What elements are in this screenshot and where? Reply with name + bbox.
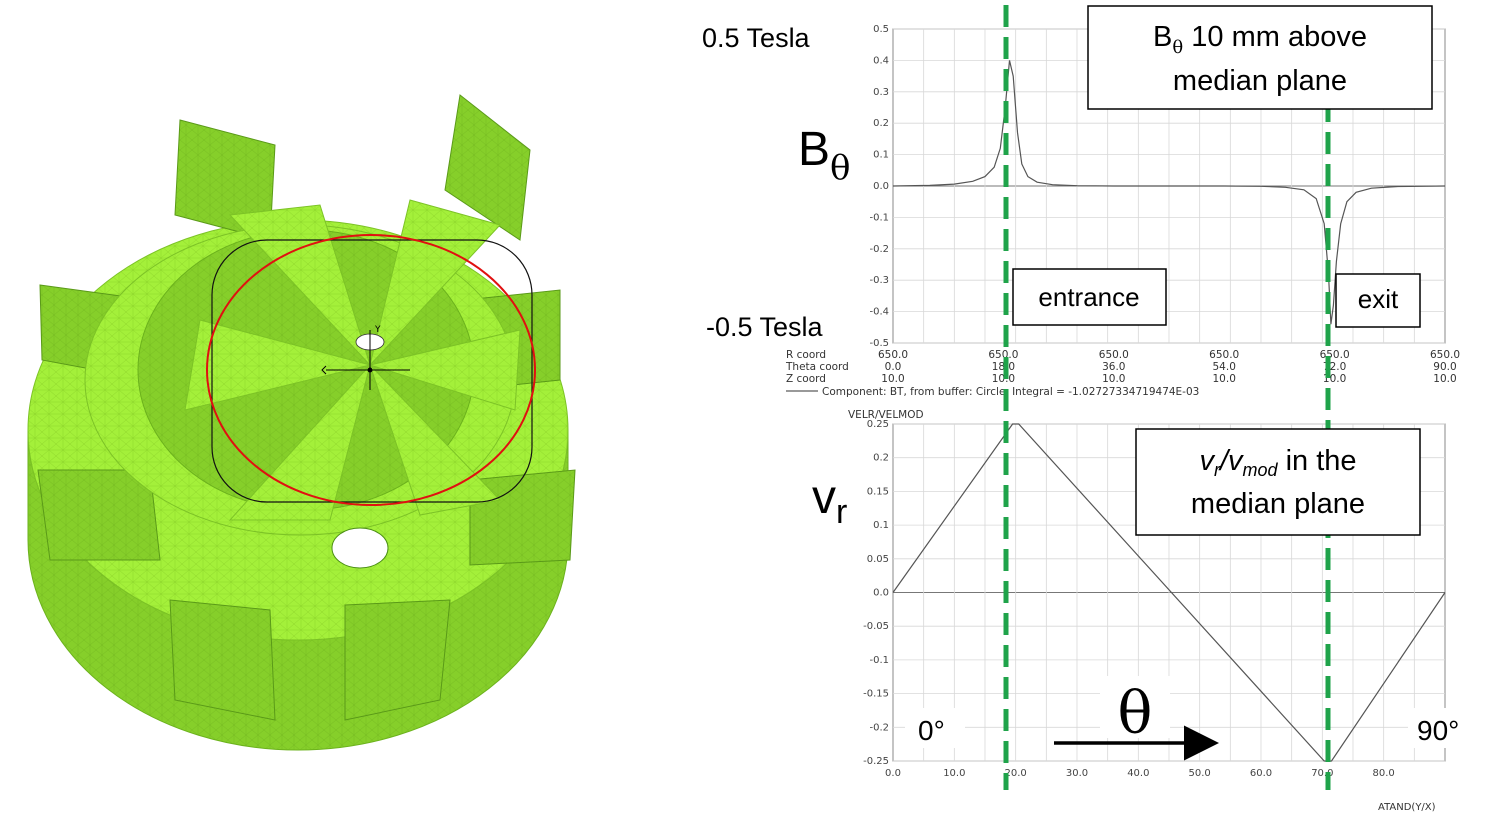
y-tick-label: 0.4 (873, 55, 889, 66)
table-cell: 650.0 (1099, 349, 1129, 361)
ninety-degree-label: 90° (1417, 715, 1459, 746)
bottom-tesla-label: -0.5 Tesla (706, 312, 824, 342)
table-cell: 10.0 (992, 373, 1015, 385)
x-tick-label: 40.0 (1127, 768, 1149, 779)
y-tick-label: 0.2 (873, 118, 889, 129)
sector-poles (184, 199, 521, 521)
entrance-label-box: entrance (1012, 268, 1167, 326)
reference-square (211, 239, 533, 503)
table-footer: Component: BT, from buffer: Circle, Inte… (822, 386, 1199, 398)
y-tick-label: 0.3 (873, 87, 889, 98)
exit-label-box: exit (1335, 273, 1421, 328)
btheta-y-ticks: 0.5 0.4 0.3 0.2 0.1 0.0 -0.1 -0.2 -0.3 -0.4 -0.5 (869, 24, 889, 349)
y-tick-label: 0.0 (873, 181, 889, 192)
table-cell: 0.0 (885, 361, 902, 373)
orbit-circle (206, 234, 536, 506)
table-cell: 10.0 (1213, 373, 1236, 385)
table-cell: 650.0 (988, 349, 1018, 361)
svg-text:vr/vmod in the: vr/vmod in the (1199, 445, 1356, 480)
theta-direction-annotation: 0° 90° θ (905, 676, 1478, 761)
vr-x-ticks: 0.0 10.0 20.0 30.0 40.0 50.0 60.0 70.0 80.0 (885, 768, 1395, 779)
table-cell: 650.0 (1430, 349, 1460, 361)
x-tick-label: 80.0 (1373, 768, 1395, 779)
y-tick-label: -0.05 (863, 621, 889, 632)
table-cell: 54.0 (1213, 361, 1236, 373)
vr-xlabel: ATAND(Y/X) (1378, 802, 1436, 813)
x-tick-label: 70.0 (1311, 768, 1333, 779)
vr-symbol: vr (812, 471, 847, 531)
svg-text:median plane: median plane (1191, 488, 1365, 520)
btheta-coordinate-table: R coord 650.0 650.0 650.0 650.0 650.0 650.0The… (785, 349, 1460, 398)
btheta-description-box: Bθ 10 mm above median plane (1087, 5, 1433, 110)
y-tick-label: -0.25 (863, 756, 889, 767)
x-tick-label: 30.0 (1066, 768, 1088, 779)
y-tick-label: -0.1 (869, 655, 889, 666)
magnet-mesh-model: Y (27, 94, 576, 751)
x-tick-label: 50.0 (1189, 768, 1211, 779)
y-tick-label: 0.2 (873, 453, 889, 464)
axis-y-label: Y (374, 325, 381, 335)
x-tick-label: 10.0 (943, 768, 965, 779)
vr-curve (892, 423, 1446, 762)
table-cell: 10.0 (881, 373, 904, 385)
x-tick-label: 60.0 (1250, 768, 1272, 779)
table-cell: 650.0 (1320, 349, 1350, 361)
vr-y-ticks: 0.25 0.2 0.15 0.1 0.05 0.0 -0.05 -0.1 -0.15 -0.2 -… (863, 419, 889, 767)
zero-degree-label: 0° (918, 715, 945, 746)
top-tesla-label: 0.5 Tesla (702, 23, 811, 53)
btheta-symbol: Bθ (798, 123, 851, 188)
y-tick-label: -0.2 (869, 722, 889, 733)
theta-symbol: θ (1118, 679, 1153, 747)
y-tick-label: -0.4 (869, 307, 889, 318)
y-tick-label: 0.1 (873, 150, 889, 161)
coordinate-axes (321, 330, 410, 390)
y-tick-label: -0.2 (869, 244, 889, 255)
y-tick-label: 0.0 (873, 588, 889, 599)
svg-text:Bθ 10 mm above: Bθ 10 mm above (1153, 21, 1367, 58)
table-cell: 650.0 (878, 349, 908, 361)
y-tick-label: 0.5 (873, 24, 889, 35)
y-tick-label: 0.05 (867, 554, 889, 565)
y-tick-label: -0.3 (869, 275, 889, 286)
y-tick-label: -0.15 (863, 689, 889, 700)
vr-description-box: vr/vmod in the median plane (1135, 428, 1421, 536)
table-row-label: R coord (786, 349, 826, 361)
table-cell: 18.0 (992, 361, 1015, 373)
y-tick-label: -0.1 (869, 212, 889, 223)
btheta-curve (892, 60, 1446, 325)
x-tick-label: 0.0 (885, 768, 901, 779)
bottom-hole (331, 527, 389, 569)
table-cell: 36.0 (1102, 361, 1125, 373)
table-cell: 10.0 (1433, 373, 1456, 385)
svg-text:exit: exit (1358, 284, 1399, 314)
table-cell: 650.0 (1209, 349, 1239, 361)
svg-text:entrance: entrance (1038, 282, 1139, 312)
y-tick-label: 0.15 (867, 486, 889, 497)
y-tick-label: -0.5 (869, 338, 889, 349)
table-row-label: Z coord (786, 373, 826, 385)
table-cell: 90.0 (1433, 361, 1456, 373)
svg-text:median plane: median plane (1173, 65, 1347, 97)
y-tick-label: 0.25 (867, 419, 889, 430)
y-tick-label: 0.1 (873, 520, 889, 531)
vr-ylabel: VELR/VELMOD (848, 409, 924, 421)
x-tick-label: 20.0 (1005, 768, 1027, 779)
table-cell: 10.0 (1102, 373, 1125, 385)
table-row-label: Theta coord (785, 361, 849, 373)
